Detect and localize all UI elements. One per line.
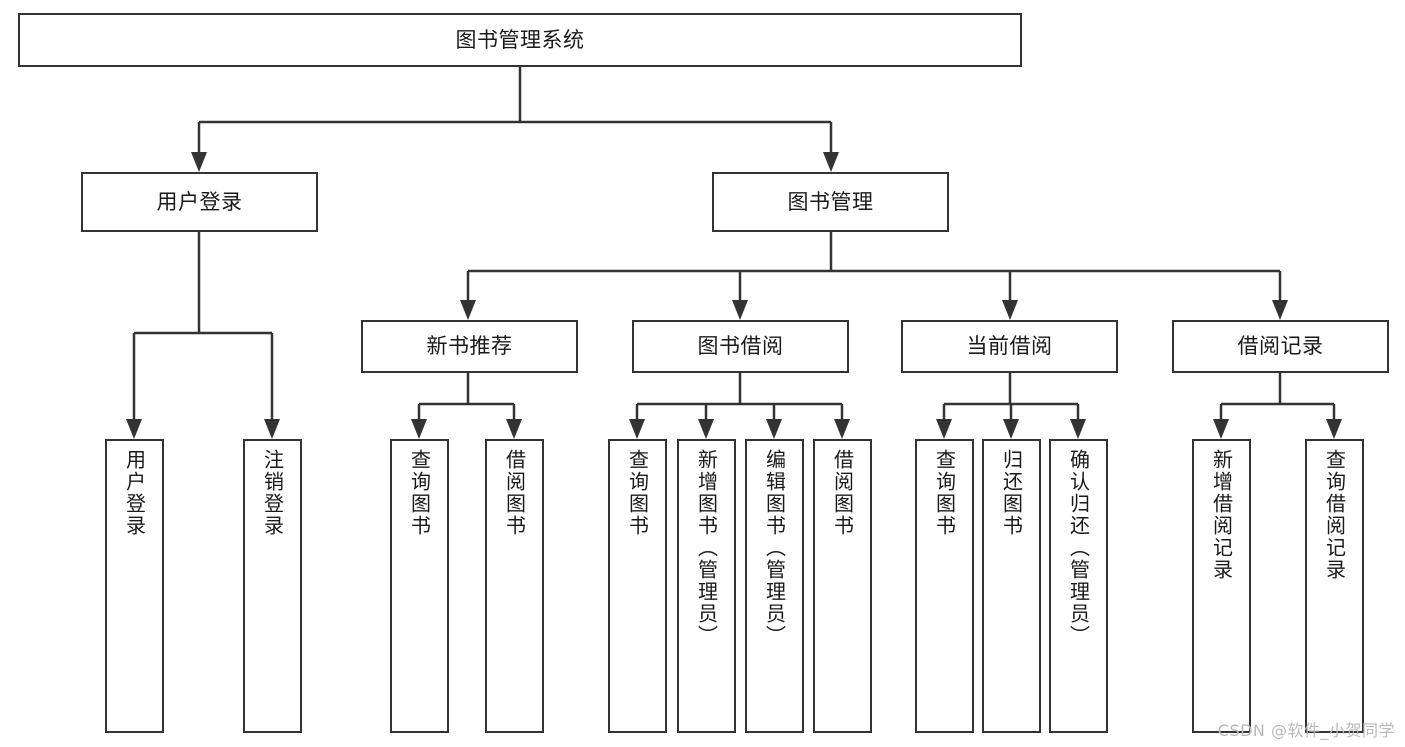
node-user-login[interactable]: 用户登录 [81, 172, 318, 232]
node-leaf-confirm-return-label: 确认归还（管理员） [1066, 449, 1091, 647]
arrowhead-borrowrecord-leaf2 [1326, 419, 1342, 439]
node-leaf-add-record-label: 新增借阅记录 [1209, 449, 1234, 581]
arrowhead-currentborrow-leaf2 [1003, 419, 1019, 439]
node-leaf-borrow-book-1[interactable]: 借阅图书 [485, 439, 544, 733]
arrowhead-currentborrow [1002, 300, 1018, 320]
node-leaf-query-book-3-label: 查询图书 [932, 449, 957, 537]
node-leaf-borrow-book-2[interactable]: 借阅图书 [813, 439, 872, 733]
arrowhead-newbook [460, 300, 476, 320]
node-leaf-edit-book[interactable]: 编辑图书（管理员） [745, 439, 804, 733]
node-leaf-add-book[interactable]: 新增图书（管理员） [677, 439, 736, 733]
arrowhead-userlogin-leaf2 [264, 419, 280, 439]
arrowhead-borrowrecord [1272, 300, 1288, 320]
node-user-login-label: 用户登录 [156, 189, 243, 214]
node-leaf-query-record-label: 查询借阅记录 [1322, 449, 1347, 581]
node-borrow-record-label: 借阅记录 [1237, 334, 1324, 359]
arrowhead-book-management [823, 152, 839, 172]
node-leaf-borrow-book-2-label: 借阅图书 [830, 449, 855, 537]
arrowhead-bookborrow-leaf2 [698, 419, 714, 439]
arrowhead-bookborrow [732, 300, 748, 320]
node-leaf-query-book-2[interactable]: 查询图书 [608, 439, 667, 733]
node-leaf-query-book-3[interactable]: 查询图书 [915, 439, 974, 733]
node-root[interactable]: 图书管理系统 [18, 13, 1022, 67]
arrowhead-currentborrow-leaf1 [936, 419, 952, 439]
node-leaf-edit-book-label: 编辑图书（管理员） [762, 449, 787, 647]
node-leaf-logout[interactable]: 注销登录 [243, 439, 302, 733]
node-root-label: 图书管理系统 [455, 27, 585, 52]
node-borrow-record[interactable]: 借阅记录 [1172, 320, 1389, 373]
node-leaf-return-book[interactable]: 归还图书 [982, 439, 1041, 733]
arrowhead-bookborrow-leaf4 [834, 419, 850, 439]
node-book-borrow-label: 图书借阅 [697, 334, 784, 359]
arrowhead-user-login [191, 152, 207, 172]
arrowhead-bookborrow-leaf1 [629, 419, 645, 439]
node-current-borrow-label: 当前借阅 [966, 334, 1053, 359]
node-leaf-add-record[interactable]: 新增借阅记录 [1192, 439, 1251, 733]
node-leaf-user-login[interactable]: 用户登录 [105, 439, 164, 733]
arrowhead-currentborrow-leaf3 [1070, 419, 1086, 439]
arrowhead-userlogin-leaf1 [126, 419, 142, 439]
node-leaf-confirm-return[interactable]: 确认归还（管理员） [1049, 439, 1108, 733]
node-leaf-query-book-2-label: 查询图书 [625, 449, 650, 537]
node-new-book-recommend[interactable]: 新书推荐 [361, 320, 578, 373]
arrowhead-bookborrow-leaf3 [766, 419, 782, 439]
node-new-book-recommend-label: 新书推荐 [426, 334, 513, 359]
node-leaf-query-record[interactable]: 查询借阅记录 [1305, 439, 1364, 733]
node-leaf-query-book-1-label: 查询图书 [407, 449, 432, 537]
node-leaf-user-login-label: 用户登录 [122, 449, 147, 537]
node-book-management[interactable]: 图书管理 [712, 172, 949, 232]
node-book-management-label: 图书管理 [787, 189, 874, 214]
arrowhead-newbook-leaf1 [411, 419, 427, 439]
node-current-borrow[interactable]: 当前借阅 [901, 320, 1118, 373]
node-book-borrow[interactable]: 图书借阅 [632, 320, 849, 373]
node-leaf-return-book-label: 归还图书 [999, 449, 1024, 537]
arrowhead-borrowrecord-leaf1 [1213, 419, 1229, 439]
arrowhead-newbook-leaf2 [506, 419, 522, 439]
node-leaf-logout-label: 注销登录 [260, 449, 285, 537]
node-leaf-borrow-book-1-label: 借阅图书 [502, 449, 527, 537]
csdn-watermark: CSDN @软件_小贺同学 [1217, 721, 1395, 740]
node-leaf-query-book-1[interactable]: 查询图书 [390, 439, 449, 733]
node-leaf-add-book-label: 新增图书（管理员） [694, 449, 719, 647]
